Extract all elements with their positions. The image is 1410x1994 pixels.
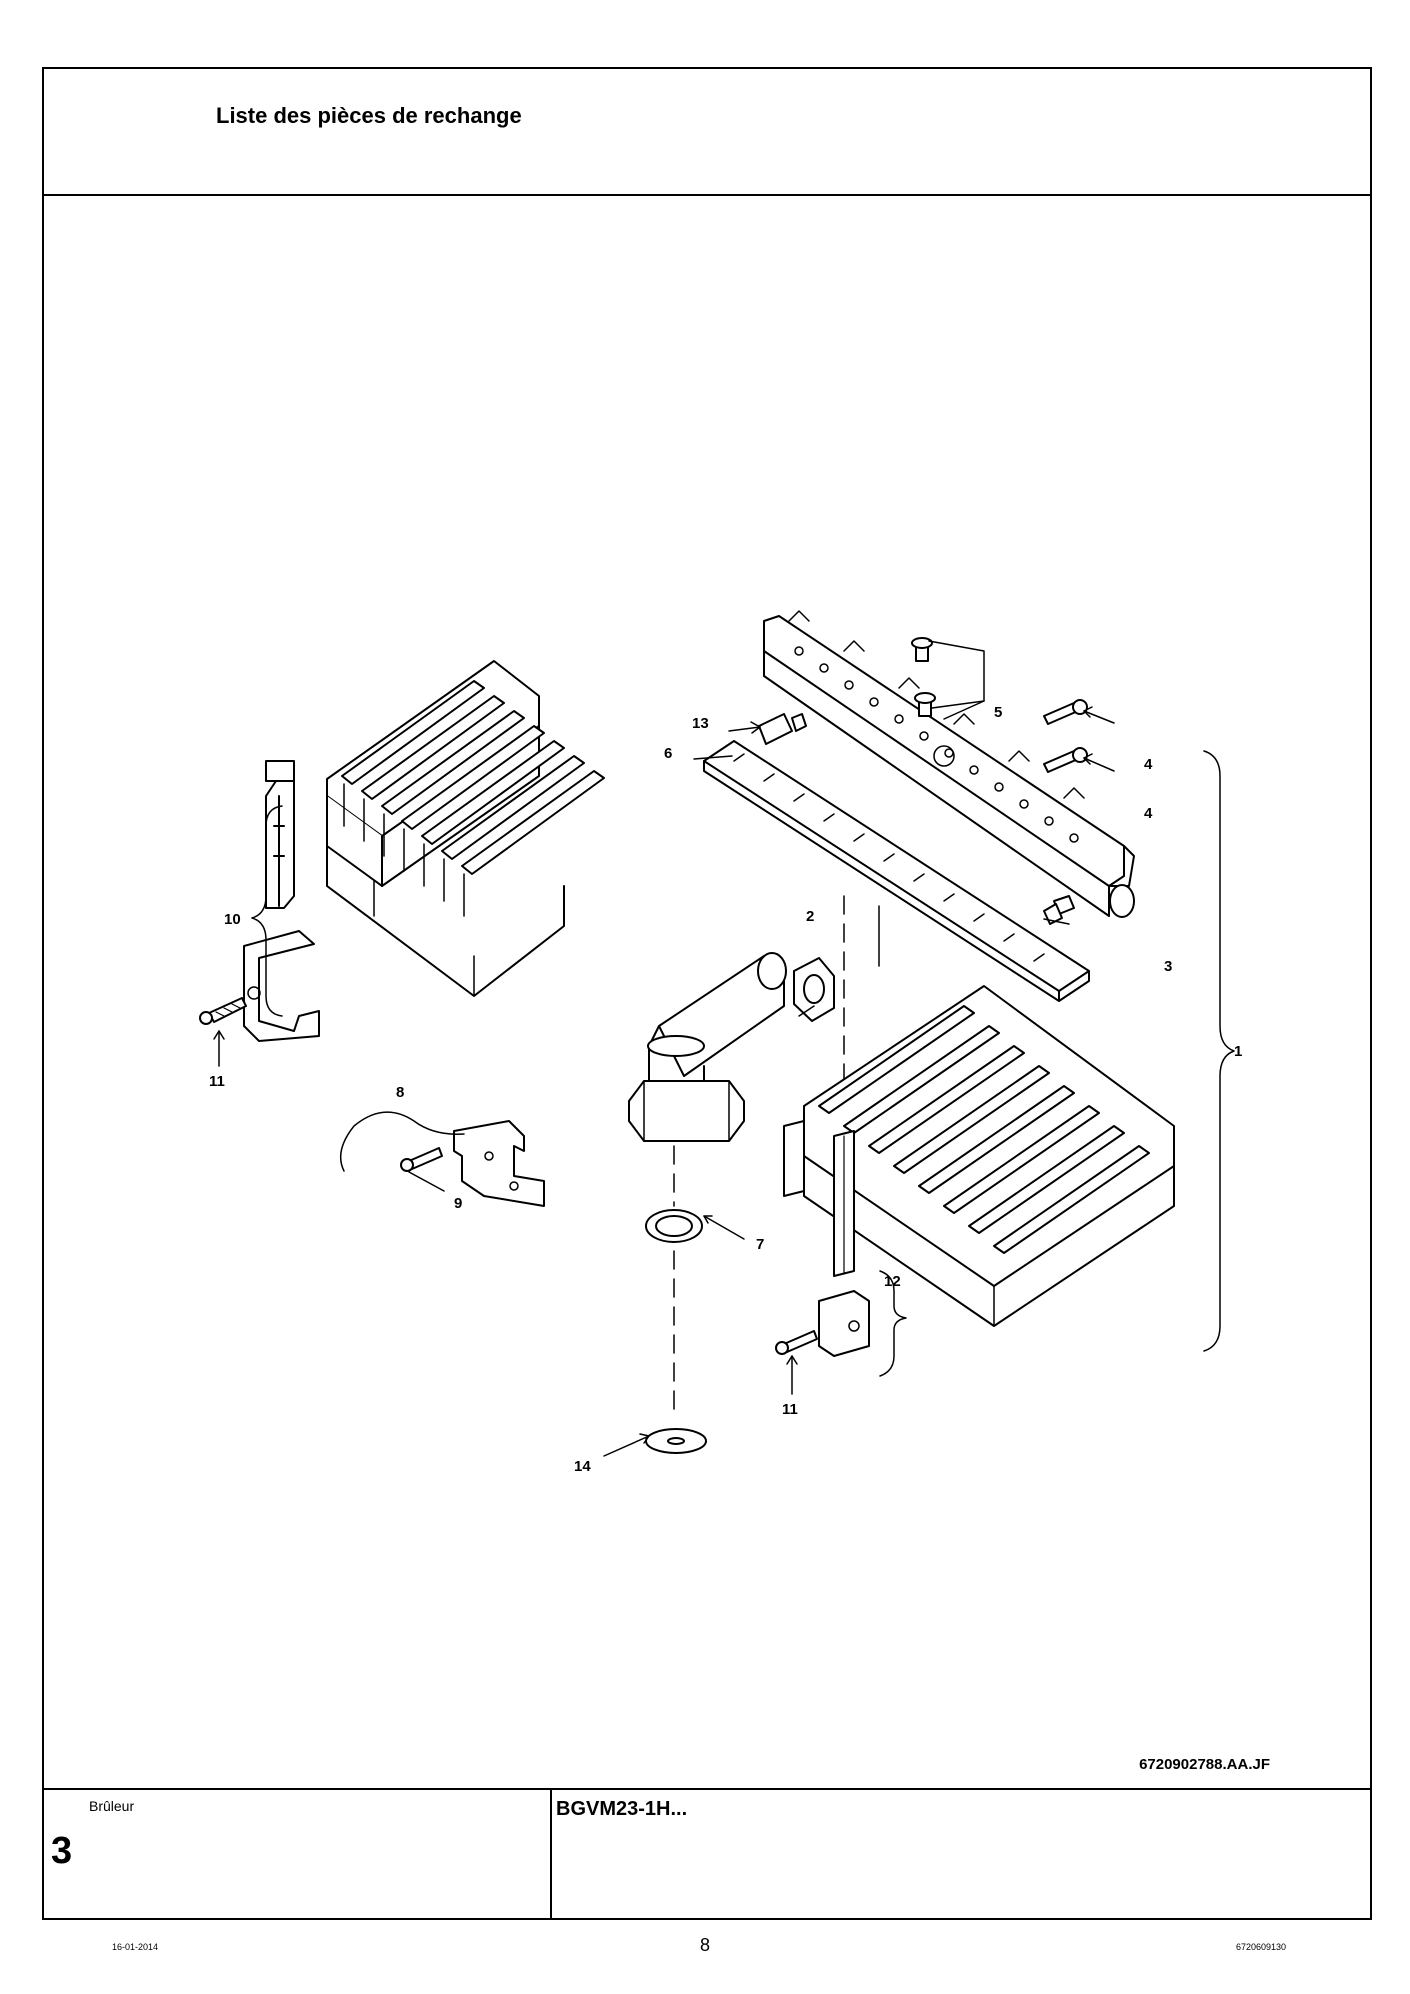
injector-3 <box>1043 895 1075 925</box>
washer-7 <box>645 1209 703 1243</box>
header: Liste des pièces de rechange <box>44 69 1370 196</box>
plug-13 <box>758 713 807 745</box>
screw-4a <box>1043 699 1088 725</box>
gasket-2 <box>793 957 835 1022</box>
brace-12 <box>879 1270 907 1377</box>
callout-1: 1 <box>1234 1043 1242 1060</box>
washer-14 <box>645 1428 707 1454</box>
brace-10 <box>251 805 283 1017</box>
gas-inlet-tube <box>628 952 787 1142</box>
callout-11b: 11 <box>782 1401 798 1418</box>
callout-2: 2 <box>806 908 814 925</box>
callout-6: 6 <box>664 745 672 762</box>
left-bracket <box>243 930 320 1042</box>
leader-lines <box>213 640 1115 1457</box>
callout-3: 3 <box>1164 958 1172 975</box>
callout-9: 9 <box>454 1195 462 1212</box>
right-bracket <box>818 1290 870 1357</box>
callout-4a: 4 <box>1144 756 1153 773</box>
left-screw <box>199 997 247 1025</box>
brace-1 <box>1203 750 1235 1352</box>
page-number: 8 <box>699 1935 710 1955</box>
brace-8 <box>339 1111 465 1172</box>
washer-7-inner <box>655 1215 693 1237</box>
manifold <box>763 610 1135 918</box>
callout-13: 13 <box>692 715 709 732</box>
document-number: 6720609130 <box>1236 1942 1287 1952</box>
left-electrode <box>265 760 295 909</box>
section-number: 3 <box>51 1830 73 1872</box>
callout-4b: 4 <box>1144 805 1153 822</box>
callout-7: 7 <box>756 1236 764 1253</box>
callout-12: 12 <box>884 1273 901 1290</box>
model-name: BGVM23-1H... <box>556 1798 688 1820</box>
screw-5b <box>914 692 936 717</box>
washer-14-inner <box>667 1437 685 1445</box>
footer-box: Brûleur 3 BGVM23-1H... <box>44 1788 1370 1920</box>
page-frame: Liste des pièces de rechange <box>42 67 1372 1920</box>
page-title: Liste des pièces de rechange <box>216 103 522 128</box>
screw-9 <box>400 1147 443 1172</box>
callout-10: 10 <box>224 911 241 928</box>
exploded-diagram: 1 2 3 4 4 5 6 7 8 9 10 11 11 12 13 14 67… <box>44 196 1370 1789</box>
callout-8: 8 <box>396 1084 404 1101</box>
section-name: Brûleur <box>89 1798 135 1814</box>
callout-labels: 1 2 3 4 4 5 6 7 8 9 10 11 11 12 13 14 <box>209 704 1242 1475</box>
nozzle-strip <box>703 740 1090 1002</box>
right-screw <box>775 1330 818 1355</box>
bracket-8 <box>453 1120 545 1207</box>
right-burner-rails <box>818 1005 1150 1254</box>
print-date: 16-01-2014 <box>112 1942 159 1952</box>
callout-14: 14 <box>574 1458 591 1475</box>
left-burner-block <box>326 660 605 997</box>
right-burner-block <box>783 985 1175 1327</box>
figure-reference: 6720902788.AA.JF <box>1139 1756 1270 1773</box>
screw-4b <box>1043 747 1088 773</box>
right-electrode <box>833 1130 855 1277</box>
callout-5: 5 <box>994 704 1002 721</box>
burner-exploded-view: 1 2 3 4 4 5 6 7 8 9 10 11 11 12 13 14 <box>199 610 1242 1475</box>
manifold-holes <box>794 646 1079 843</box>
screw-5a <box>911 637 933 662</box>
footer-section-cell: Brûleur 3 <box>44 1790 552 1920</box>
callout-11a: 11 <box>209 1073 225 1090</box>
left-burner-rails <box>341 680 605 917</box>
